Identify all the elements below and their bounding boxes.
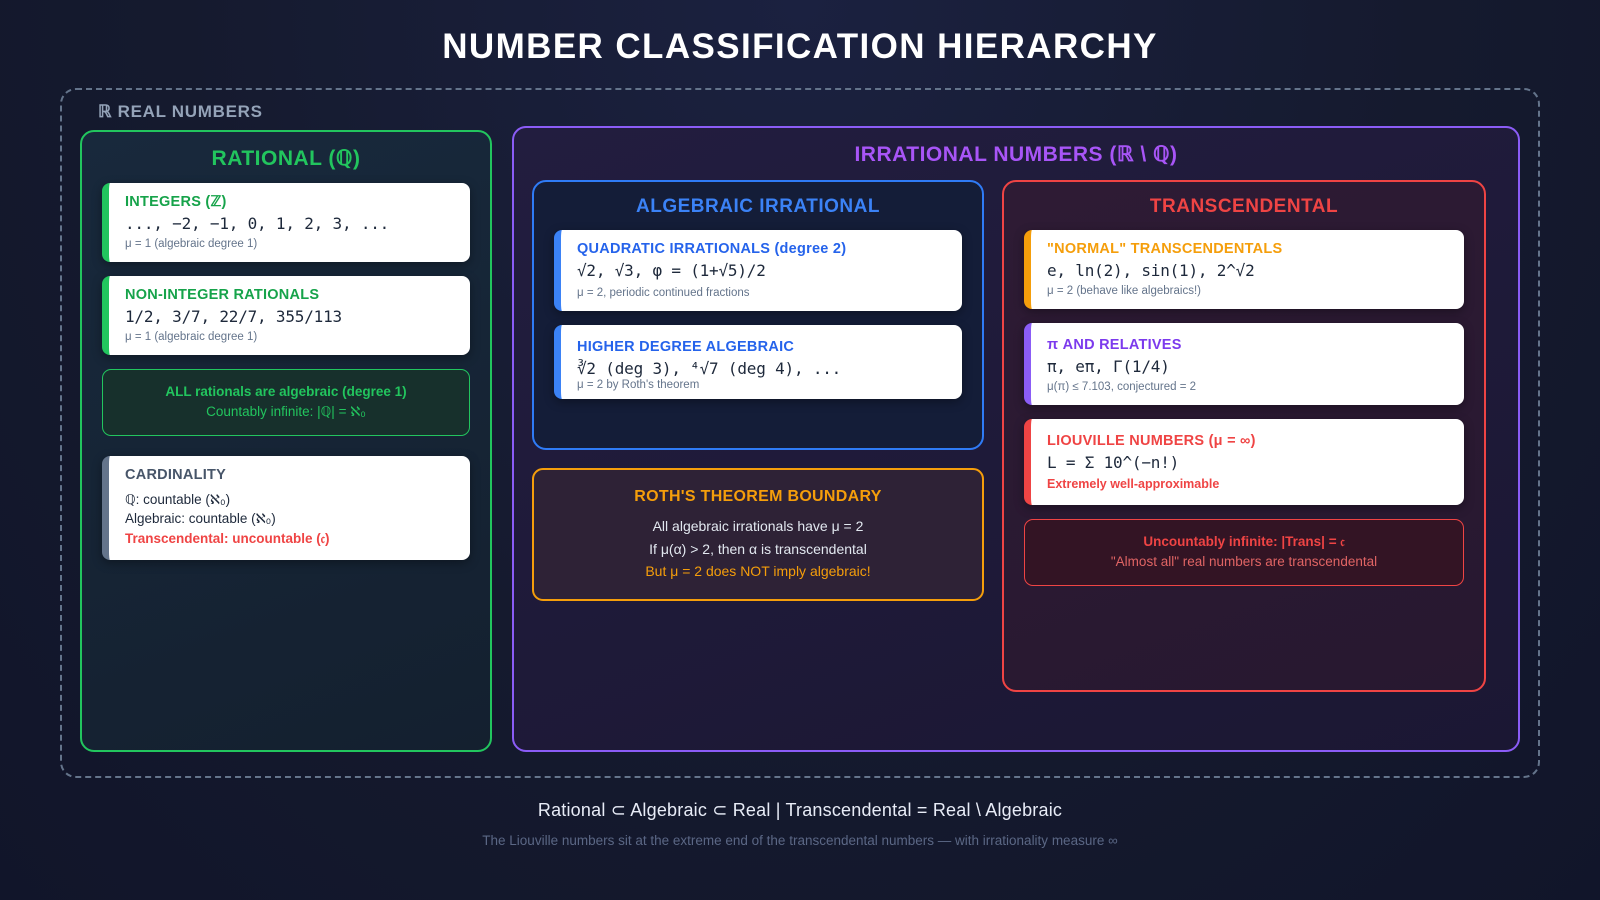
card-higher-degree-algebraic: HIGHER DEGREE ALGEBRAIC ∛2 (deg 3), ⁴√7 … — [554, 325, 962, 399]
note-roth-theorem-boundary: ROTH'S THEOREM BOUNDARY All algebraic ir… — [532, 468, 984, 601]
footer-summary: Rational ⊂ Algebraic ⊂ Real | Transcende… — [537, 800, 1063, 820]
card-expression: √2, √3, φ = (1+√5)/2 — [577, 261, 766, 280]
footer-caption: The Liouville numbers sit at the extreme… — [482, 833, 1118, 848]
panel-transcendental: TRANSCENDENTAL "NORMAL" TRANSCENDENTALS … — [1002, 180, 1486, 692]
card-title: HIGHER DEGREE ALGEBRAIC — [577, 339, 795, 355]
note-transcendental-cardinality: Uncountably infinite: |Trans| = 𝔠 "Almos… — [1024, 519, 1464, 586]
card-title: CARDINALITY — [125, 466, 227, 483]
card-title: π AND RELATIVES — [1047, 337, 1182, 353]
roth-line-1: All algebraic irrationals have μ = 2 — [652, 517, 864, 534]
card-expression: 1/2, 3/7, 22/7, 355/113 — [125, 307, 342, 326]
panel-algebraic-irrational: ALGEBRAIC IRRATIONAL QUADRATIC IRRATIONA… — [532, 180, 984, 450]
roth-heading: ROTH'S THEOREM BOUNDARY — [634, 488, 882, 505]
card-non-integer-rationals: NON-INTEGER RATIONALS 1/2, 3/7, 22/7, 35… — [102, 276, 470, 355]
note-line-1: Uncountably infinite: |Trans| = 𝔠 — [1143, 534, 1345, 549]
cardinality-line: Algebraic: countable (ℵ₀) — [125, 511, 276, 527]
card-note: μ(π) ≤ 7.103, conjectured = 2 — [1047, 381, 1197, 393]
card-title: NON-INTEGER RATIONALS — [125, 287, 320, 303]
panel-algebraic-title: ALGEBRAIC IRRATIONAL — [636, 196, 880, 217]
panel-rational: RATIONAL (ℚ) INTEGERS (ℤ) ..., −2, −1, 0… — [80, 130, 492, 752]
card-quadratic-irrationals: QUADRATIC IRRATIONALS (degree 2) √2, √3,… — [554, 230, 962, 311]
card-title: LIOUVILLE NUMBERS (μ = ∞) — [1047, 433, 1256, 449]
card-expression: π, eπ, Γ(1/4) — [1047, 357, 1170, 376]
panel-irrational: IRRATIONAL NUMBERS (ℝ \ ℚ) ALGEBRAIC IRR… — [512, 126, 1520, 752]
card-note: μ = 2 by Roth's theorem — [577, 379, 700, 391]
card-normal-transcendentals: "NORMAL" TRANSCENDENTALS e, ln(2), sin(1… — [1024, 230, 1464, 309]
card-expression: ..., −2, −1, 0, 1, 2, 3, ... — [125, 214, 390, 233]
roth-line-3: But μ = 2 does NOT imply algebraic! — [645, 563, 871, 580]
card-liouville-numbers: LIOUVILLE NUMBERS (μ = ∞) L = Σ 10^(−n!)… — [1024, 419, 1464, 505]
cardinality-line: ℚ: countable (ℵ₀) — [125, 491, 231, 507]
card-title: "NORMAL" TRANSCENDENTALS — [1047, 241, 1283, 257]
card-expression: ∛2 (deg 3), ⁴√7 (deg 4), ... — [577, 359, 842, 378]
card-note: μ = 1 (algebraic degree 1) — [125, 331, 258, 343]
panel-transcendental-title: TRANSCENDENTAL — [1149, 196, 1339, 217]
card-title: INTEGERS (ℤ) — [125, 194, 227, 210]
card-expression: e, ln(2), sin(1), 2^√2 — [1047, 261, 1255, 280]
note-line-2: Countably infinite: |ℚ| = ℵ₀ — [206, 404, 366, 420]
panel-irrational-title: IRRATIONAL NUMBERS (ℝ \ ℚ) — [854, 143, 1178, 166]
real-numbers-label: ℝ REAL NUMBERS — [98, 102, 263, 121]
panel-rational-title: RATIONAL (ℚ) — [211, 147, 361, 170]
real-numbers-container: ℝ REAL NUMBERS RATIONAL (ℚ) INTEGERS (ℤ)… — [60, 88, 1540, 778]
card-note: μ = 2, periodic continued fractions — [577, 287, 750, 299]
note-line-2: "Almost all" real numbers are transcende… — [1110, 554, 1378, 570]
card-note: μ = 2 (behave like algebraics!) — [1047, 285, 1201, 297]
page-title: NUMBER CLASSIFICATION HIERARCHY — [442, 27, 1158, 66]
note-line-1: ALL rationals are algebraic (degree 1) — [165, 384, 407, 399]
note-rationals-algebraic: ALL rationals are algebraic (degree 1) C… — [102, 369, 470, 436]
card-integers: INTEGERS (ℤ) ..., −2, −1, 0, 1, 2, 3, ..… — [102, 183, 470, 262]
footer: Rational ⊂ Algebraic ⊂ Real | Transcende… — [0, 800, 1600, 848]
card-note: μ = 1 (algebraic degree 1) — [125, 238, 258, 250]
card-cardinality: CARDINALITY ℚ: countable (ℵ₀) Algebraic:… — [102, 455, 470, 561]
card-title: QUADRATIC IRRATIONALS (degree 2) — [577, 241, 847, 257]
roth-line-2: If μ(α) > 2, then α is transcendental — [649, 540, 867, 557]
card-note: Extremely well-approximable — [1047, 477, 1220, 491]
cardinality-lines: ℚ: countable (ℵ₀) Algebraic: countable (… — [125, 490, 456, 549]
card-pi-and-relatives: π AND RELATIVES π, eπ, Γ(1/4) μ(π) ≤ 7.1… — [1024, 323, 1464, 405]
cardinality-line: Transcendental: uncountable (𝔠) — [125, 530, 330, 546]
card-expression: L = Σ 10^(−n!) — [1047, 453, 1180, 472]
